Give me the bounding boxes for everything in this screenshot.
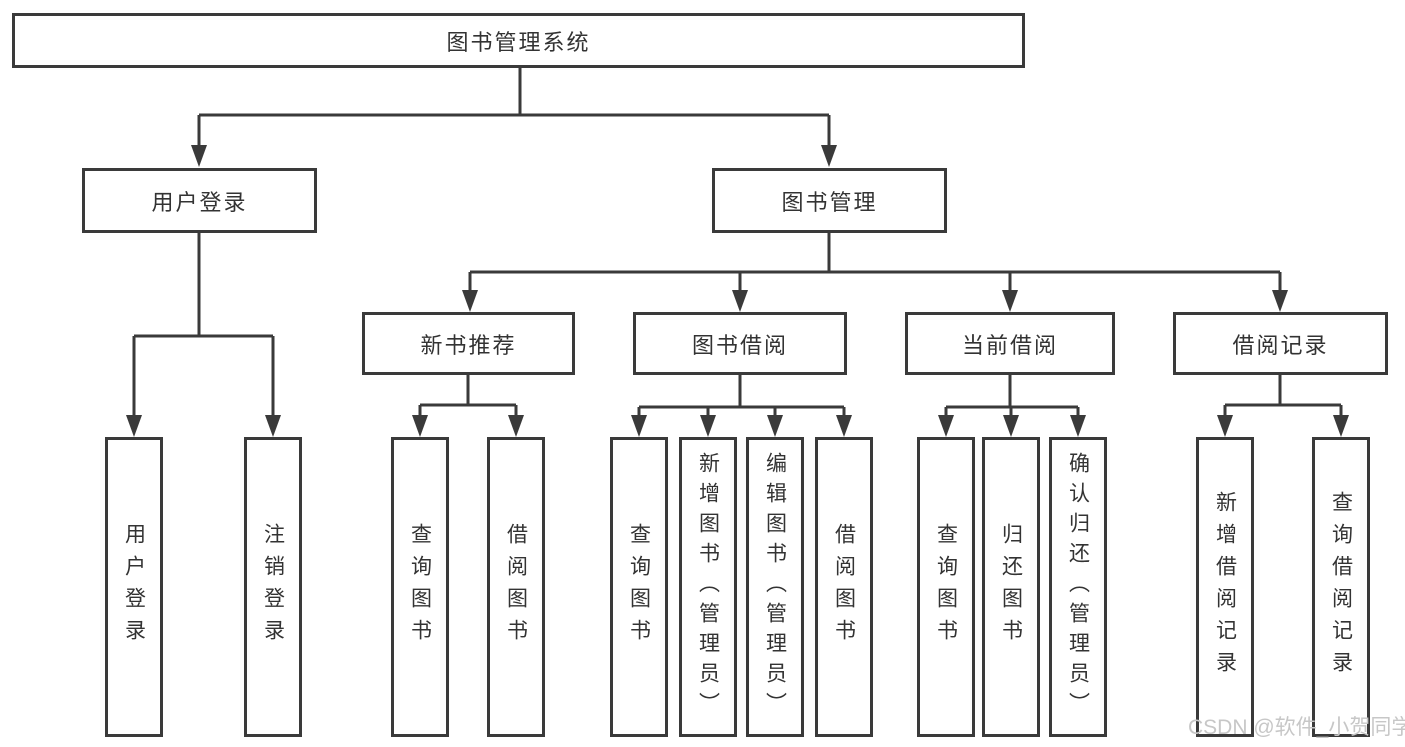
leaf-edit-book-admin: 编辑图书（管理员） bbox=[746, 437, 804, 737]
branch-root bbox=[197, 68, 831, 146]
branch-borrow-records bbox=[1223, 375, 1343, 415]
node-new-book-recommend: 新书推荐 bbox=[362, 312, 575, 375]
leaf-return-book: 归还图书 bbox=[982, 437, 1040, 737]
node-book-management: 图书管理 bbox=[712, 168, 947, 233]
leaf-confirm-return-admin: 确认归还（管理员） bbox=[1049, 437, 1107, 737]
leaf-query-borrow-record: 查询借阅记录 bbox=[1312, 437, 1370, 737]
branch-user-login bbox=[132, 233, 275, 415]
leaf-user-login: 用户登录 bbox=[105, 437, 163, 737]
branch-book-borrowing bbox=[637, 375, 846, 415]
leaf-add-borrow-record: 新增借阅记录 bbox=[1196, 437, 1254, 737]
node-book-borrowing: 图书借阅 bbox=[633, 312, 847, 375]
leaf-borrow-books-borrowing: 借阅图书 bbox=[815, 437, 873, 737]
node-user-login: 用户登录 bbox=[82, 168, 317, 233]
leaf-query-books-current: 查询图书 bbox=[917, 437, 975, 737]
arrowheads bbox=[126, 145, 1349, 437]
node-root-system: 图书管理系统 bbox=[12, 13, 1025, 68]
branch-new-book-recommend bbox=[418, 375, 518, 415]
leaf-query-books-borrowing: 查询图书 bbox=[610, 437, 668, 737]
branch-book-management bbox=[468, 233, 1282, 290]
node-current-borrowing: 当前借阅 bbox=[905, 312, 1115, 375]
leaf-query-books-recommend: 查询图书 bbox=[391, 437, 449, 737]
leaf-add-book-admin: 新增图书（管理员） bbox=[679, 437, 737, 737]
csdn-watermark: CSDN @软件_小贺同学 bbox=[1188, 716, 1405, 739]
node-borrow-records: 借阅记录 bbox=[1173, 312, 1388, 375]
leaf-logout: 注销登录 bbox=[244, 437, 302, 737]
branch-current-borrowing bbox=[944, 375, 1080, 415]
leaf-borrow-books-recommend: 借阅图书 bbox=[487, 437, 545, 737]
